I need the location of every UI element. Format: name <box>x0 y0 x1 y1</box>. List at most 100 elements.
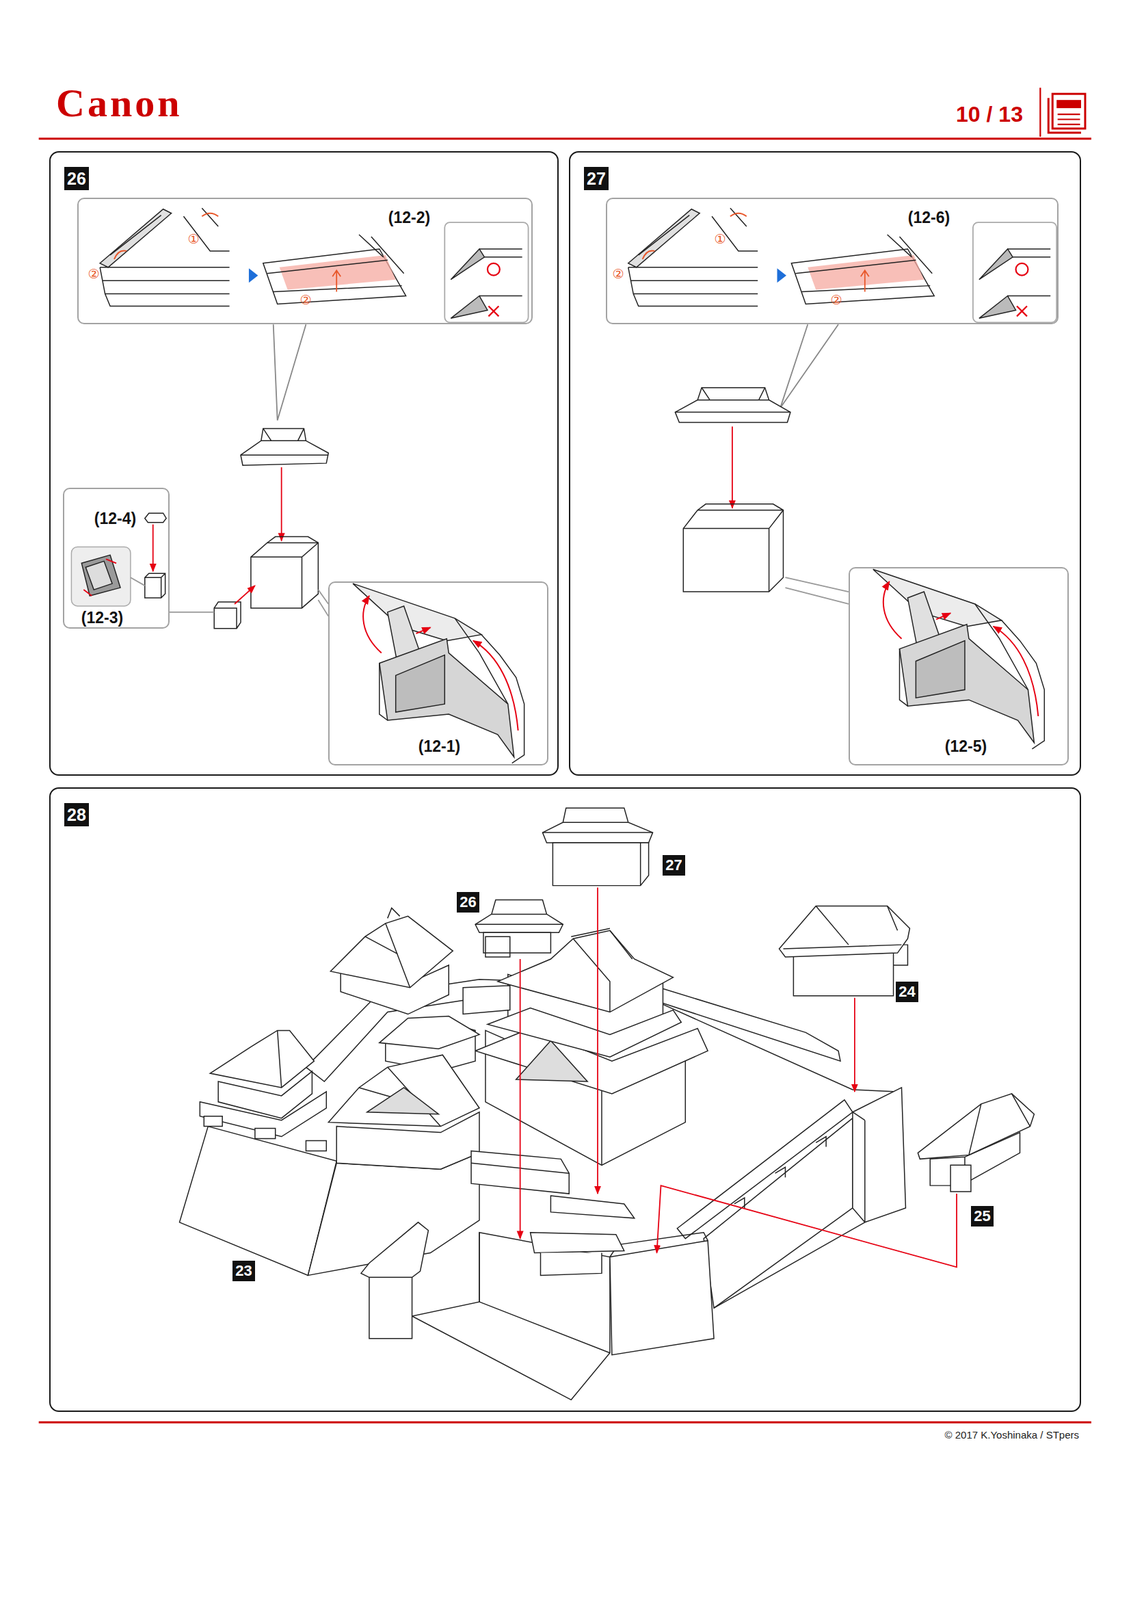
leader-line <box>130 577 145 586</box>
placement-arrow <box>596 887 599 1194</box>
assembly-detail <box>873 568 1045 749</box>
small-box <box>144 573 166 598</box>
front-wall-top <box>609 1232 708 1257</box>
roof-lines <box>475 913 563 924</box>
front-wall <box>609 1240 714 1355</box>
callout-box: (12-5) <box>848 566 1069 766</box>
roof-lines <box>674 387 791 413</box>
callout-box: (12-1) <box>328 581 549 766</box>
inset-part <box>81 554 121 596</box>
inset-inner <box>85 560 113 590</box>
step-number: 27 <box>583 166 609 191</box>
callout-label: (12-5) <box>945 736 987 755</box>
pillar-cap <box>361 1221 429 1278</box>
callout-label: (12-4) <box>94 508 137 528</box>
pillar <box>369 1276 413 1338</box>
gate-box <box>540 1252 602 1276</box>
roof-hips <box>358 1066 441 1127</box>
part-27-body <box>552 842 649 886</box>
step-marker: ② <box>830 291 842 308</box>
small-part <box>214 601 241 629</box>
inset-frame <box>71 546 131 606</box>
tower-lines <box>713 1111 866 1308</box>
loopholes <box>734 1136 827 1208</box>
turret-roof <box>209 1029 314 1088</box>
part-27-roof <box>542 807 653 843</box>
placement-arrow <box>657 1185 958 1267</box>
placement-arrow <box>854 997 856 1092</box>
placement-arrow <box>519 958 522 1239</box>
windows <box>203 1115 327 1151</box>
right-wall <box>703 1118 853 1308</box>
callout-pointer <box>273 324 307 420</box>
header-rule <box>38 137 1092 140</box>
part-26-body <box>483 932 551 957</box>
part-number: 26 <box>456 891 480 913</box>
body-part <box>683 510 783 592</box>
step-number: 26 <box>64 166 89 191</box>
part-number: 27 <box>662 854 686 876</box>
callout-box: (12-4) (12-3) <box>62 487 170 629</box>
assembly-arrow <box>731 426 734 508</box>
step-marker: ② <box>611 265 624 282</box>
step-panel: 27 (12-6) (12-5) <box>568 151 1082 776</box>
part-24-roof <box>779 905 911 957</box>
placement-arrows <box>520 887 957 1268</box>
doc-icon-lines <box>1057 114 1081 125</box>
footer-rule <box>38 1420 1092 1423</box>
body-lines <box>683 503 783 592</box>
ramp <box>412 1232 610 1400</box>
roof-lines <box>542 821 653 833</box>
body-lines <box>250 536 318 608</box>
step-panel: 26(12-2)(12-4)(12-3)(12-1) <box>49 151 559 776</box>
gate-roof <box>530 1232 625 1253</box>
roof-lines <box>968 1093 1030 1155</box>
brand-logo: Canon <box>56 80 182 126</box>
turret-roof <box>330 915 453 987</box>
roof-part <box>240 428 329 465</box>
roof-part <box>674 387 791 423</box>
step-marker: ② <box>87 265 100 282</box>
turret-lines <box>365 907 411 987</box>
roof-lines <box>782 905 902 949</box>
doc-icon <box>1052 93 1086 129</box>
keep-roof-2 <box>487 1007 682 1058</box>
step-panel: 28 <box>49 787 1082 1412</box>
fold-detail <box>99 207 528 323</box>
leader-line <box>169 611 215 613</box>
roof-hip <box>277 1029 282 1088</box>
assembly-detail <box>352 583 525 764</box>
callout-pointer <box>784 577 848 604</box>
header-divider <box>1039 87 1041 137</box>
part-25-roof <box>917 1093 1034 1159</box>
body-part <box>250 542 318 608</box>
callout-label: (12-6) <box>908 207 950 227</box>
part-number: 24 <box>895 981 919 1002</box>
callout-label: (12-3) <box>81 607 124 627</box>
copyright: © 2017 K.Yoshinaka / STpers <box>945 1428 1080 1441</box>
step-number: 28 <box>64 802 89 827</box>
part-25-box <box>950 1164 971 1192</box>
part-number: 25 <box>970 1205 994 1227</box>
hut-roof <box>379 1016 480 1049</box>
keep-corner <box>601 1081 602 1165</box>
gable <box>367 1087 439 1114</box>
parapet <box>676 1099 853 1239</box>
assembly-arrow <box>234 585 256 604</box>
callout-label: (12-1) <box>418 736 461 755</box>
castle <box>179 807 1035 1400</box>
doc-icon-bar <box>1056 99 1082 109</box>
assembly-arrow <box>281 467 283 541</box>
inset-arrows <box>83 558 117 596</box>
right-tower <box>852 1087 907 1222</box>
fold-detail <box>628 207 1057 323</box>
roof-hips <box>570 927 632 1012</box>
page-number: 10 / 13 <box>955 101 1023 128</box>
callout-pointer <box>317 589 329 617</box>
step-marker: ① <box>187 231 199 247</box>
part-number: 23 <box>232 1260 256 1281</box>
gate-cap <box>550 1195 634 1218</box>
